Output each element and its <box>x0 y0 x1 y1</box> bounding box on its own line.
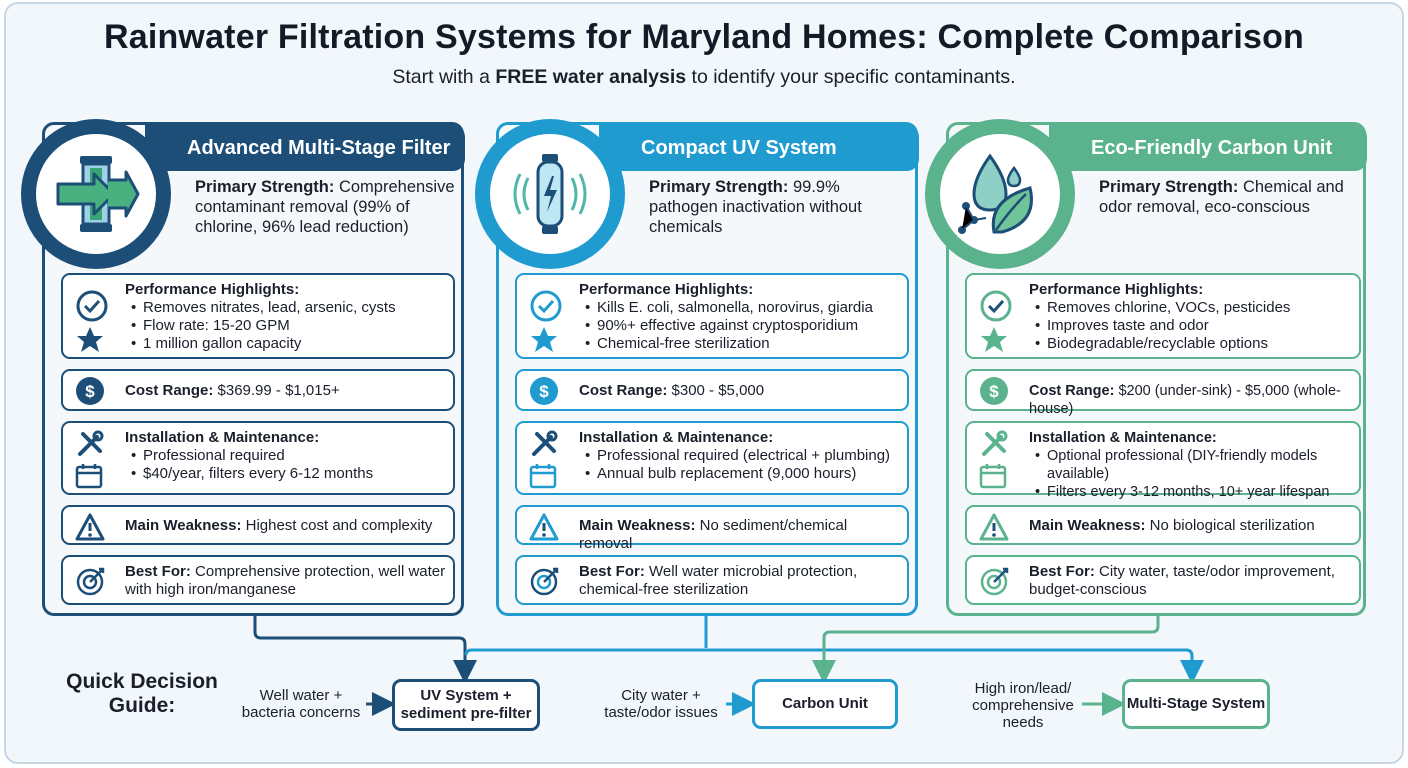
weakness-box: Main Weakness: Highest cost and complexi… <box>61 505 455 545</box>
target-icon <box>530 567 559 596</box>
calendar-icon <box>529 464 557 489</box>
star-icon <box>531 327 557 352</box>
dollar-icon: $ <box>530 377 558 405</box>
primary-strength: Primary Strength: 99.9% pathogen inactiv… <box>649 178 862 236</box>
card-multistage: Advanced Multi-Stage Filter Primary Stre… <box>21 119 465 616</box>
dollar-icon: $ <box>76 377 104 405</box>
performance-box: Performance Highlights: Kills E. coli, s… <box>515 273 909 359</box>
guide-result-multistage: Multi-Stage System <box>1122 679 1270 729</box>
cost-box: $ Cost Range: $369.99 - $1,015+ <box>61 369 455 411</box>
star-icon <box>981 327 1007 352</box>
dollar-icon: $ <box>980 377 1008 405</box>
calendar-icon <box>75 464 103 489</box>
installation-box: Installation & Maintenance: Professional… <box>61 421 455 495</box>
svg-text:$: $ <box>85 382 95 401</box>
card-badge <box>925 119 1075 269</box>
uv-lamp-icon <box>513 154 587 234</box>
target-icon <box>980 567 1009 596</box>
filter-arrow-icon <box>56 156 140 232</box>
card-carbon: Eco-Friendly Carbon Unit Primary Strengt… <box>925 119 1367 616</box>
primary-strength: Primary Strength: Comprehensive contamin… <box>195 178 455 236</box>
performance-box: Performance Highlights: Removes chlorine… <box>965 273 1361 359</box>
connector-carbon <box>812 616 1160 684</box>
guide-condition-city: City water + taste/odor issues <box>604 687 718 721</box>
tools-icon <box>982 430 1008 456</box>
connector-uv <box>464 616 1192 672</box>
performance-box: Performance Highlights: Removes nitrates… <box>61 273 455 359</box>
tools-icon <box>78 430 104 456</box>
tools-icon <box>532 430 558 456</box>
quick-guide-title: Quick Decision Guide: <box>66 670 218 717</box>
guide-result-uv: UV System + sediment pre-filter <box>392 679 540 731</box>
checkmark-icon <box>76 290 108 322</box>
svg-text:$: $ <box>539 382 549 401</box>
card-title: Advanced Multi-Stage Filter <box>145 125 465 171</box>
page-subtitle: Start with a FREE water analysis to iden… <box>392 66 1016 88</box>
weakness-box: Main Weakness: No sediment/chemical remo… <box>515 505 909 552</box>
best-for-box: Best For: Well water microbial protectio… <box>515 555 909 605</box>
primary-strength: Primary Strength: Chemical and odor remo… <box>1099 178 1344 216</box>
water-drop-leaf-icon <box>958 153 1033 234</box>
installation-box: Installation & Maintenance: Optional pro… <box>965 421 1361 501</box>
guide-condition-well: Well water + bacteria concerns <box>241 687 361 721</box>
card-title: Eco-Friendly Carbon Unit <box>1049 125 1367 171</box>
card-uv: Compact UV System Primary Strength: 99.9… <box>475 119 919 616</box>
checkmark-icon <box>980 290 1012 322</box>
page-title: Rainwater Filtration Systems for Marylan… <box>103 18 1305 56</box>
cost-box: $ Cost Range: $200 (under-sink) - $5,000… <box>965 369 1361 417</box>
best-for-box: Best For: Comprehensive protection, well… <box>61 555 455 605</box>
svg-text:$: $ <box>989 382 999 401</box>
warning-icon <box>75 513 105 541</box>
best-for-box: Best For: City water, taste/odor improve… <box>965 555 1361 605</box>
cost-box: $ Cost Range: $300 - $5,000 <box>515 369 909 411</box>
weakness-box: Main Weakness: No biological sterilizati… <box>965 505 1361 545</box>
card-badge <box>475 119 625 269</box>
target-icon <box>76 567 105 596</box>
card-title: Compact UV System <box>599 125 919 171</box>
installation-box: Installation & Maintenance: Professional… <box>515 421 909 495</box>
guide-condition-iron: High iron/lead/ comprehensive needs <box>972 680 1074 731</box>
card-badge <box>21 119 171 269</box>
checkmark-icon <box>530 290 562 322</box>
warning-icon <box>529 513 559 541</box>
star-icon <box>77 327 103 352</box>
connector-multistage <box>253 616 477 684</box>
guide-result-carbon: Carbon Unit <box>752 679 898 729</box>
warning-icon <box>979 513 1009 541</box>
calendar-icon <box>979 464 1007 489</box>
